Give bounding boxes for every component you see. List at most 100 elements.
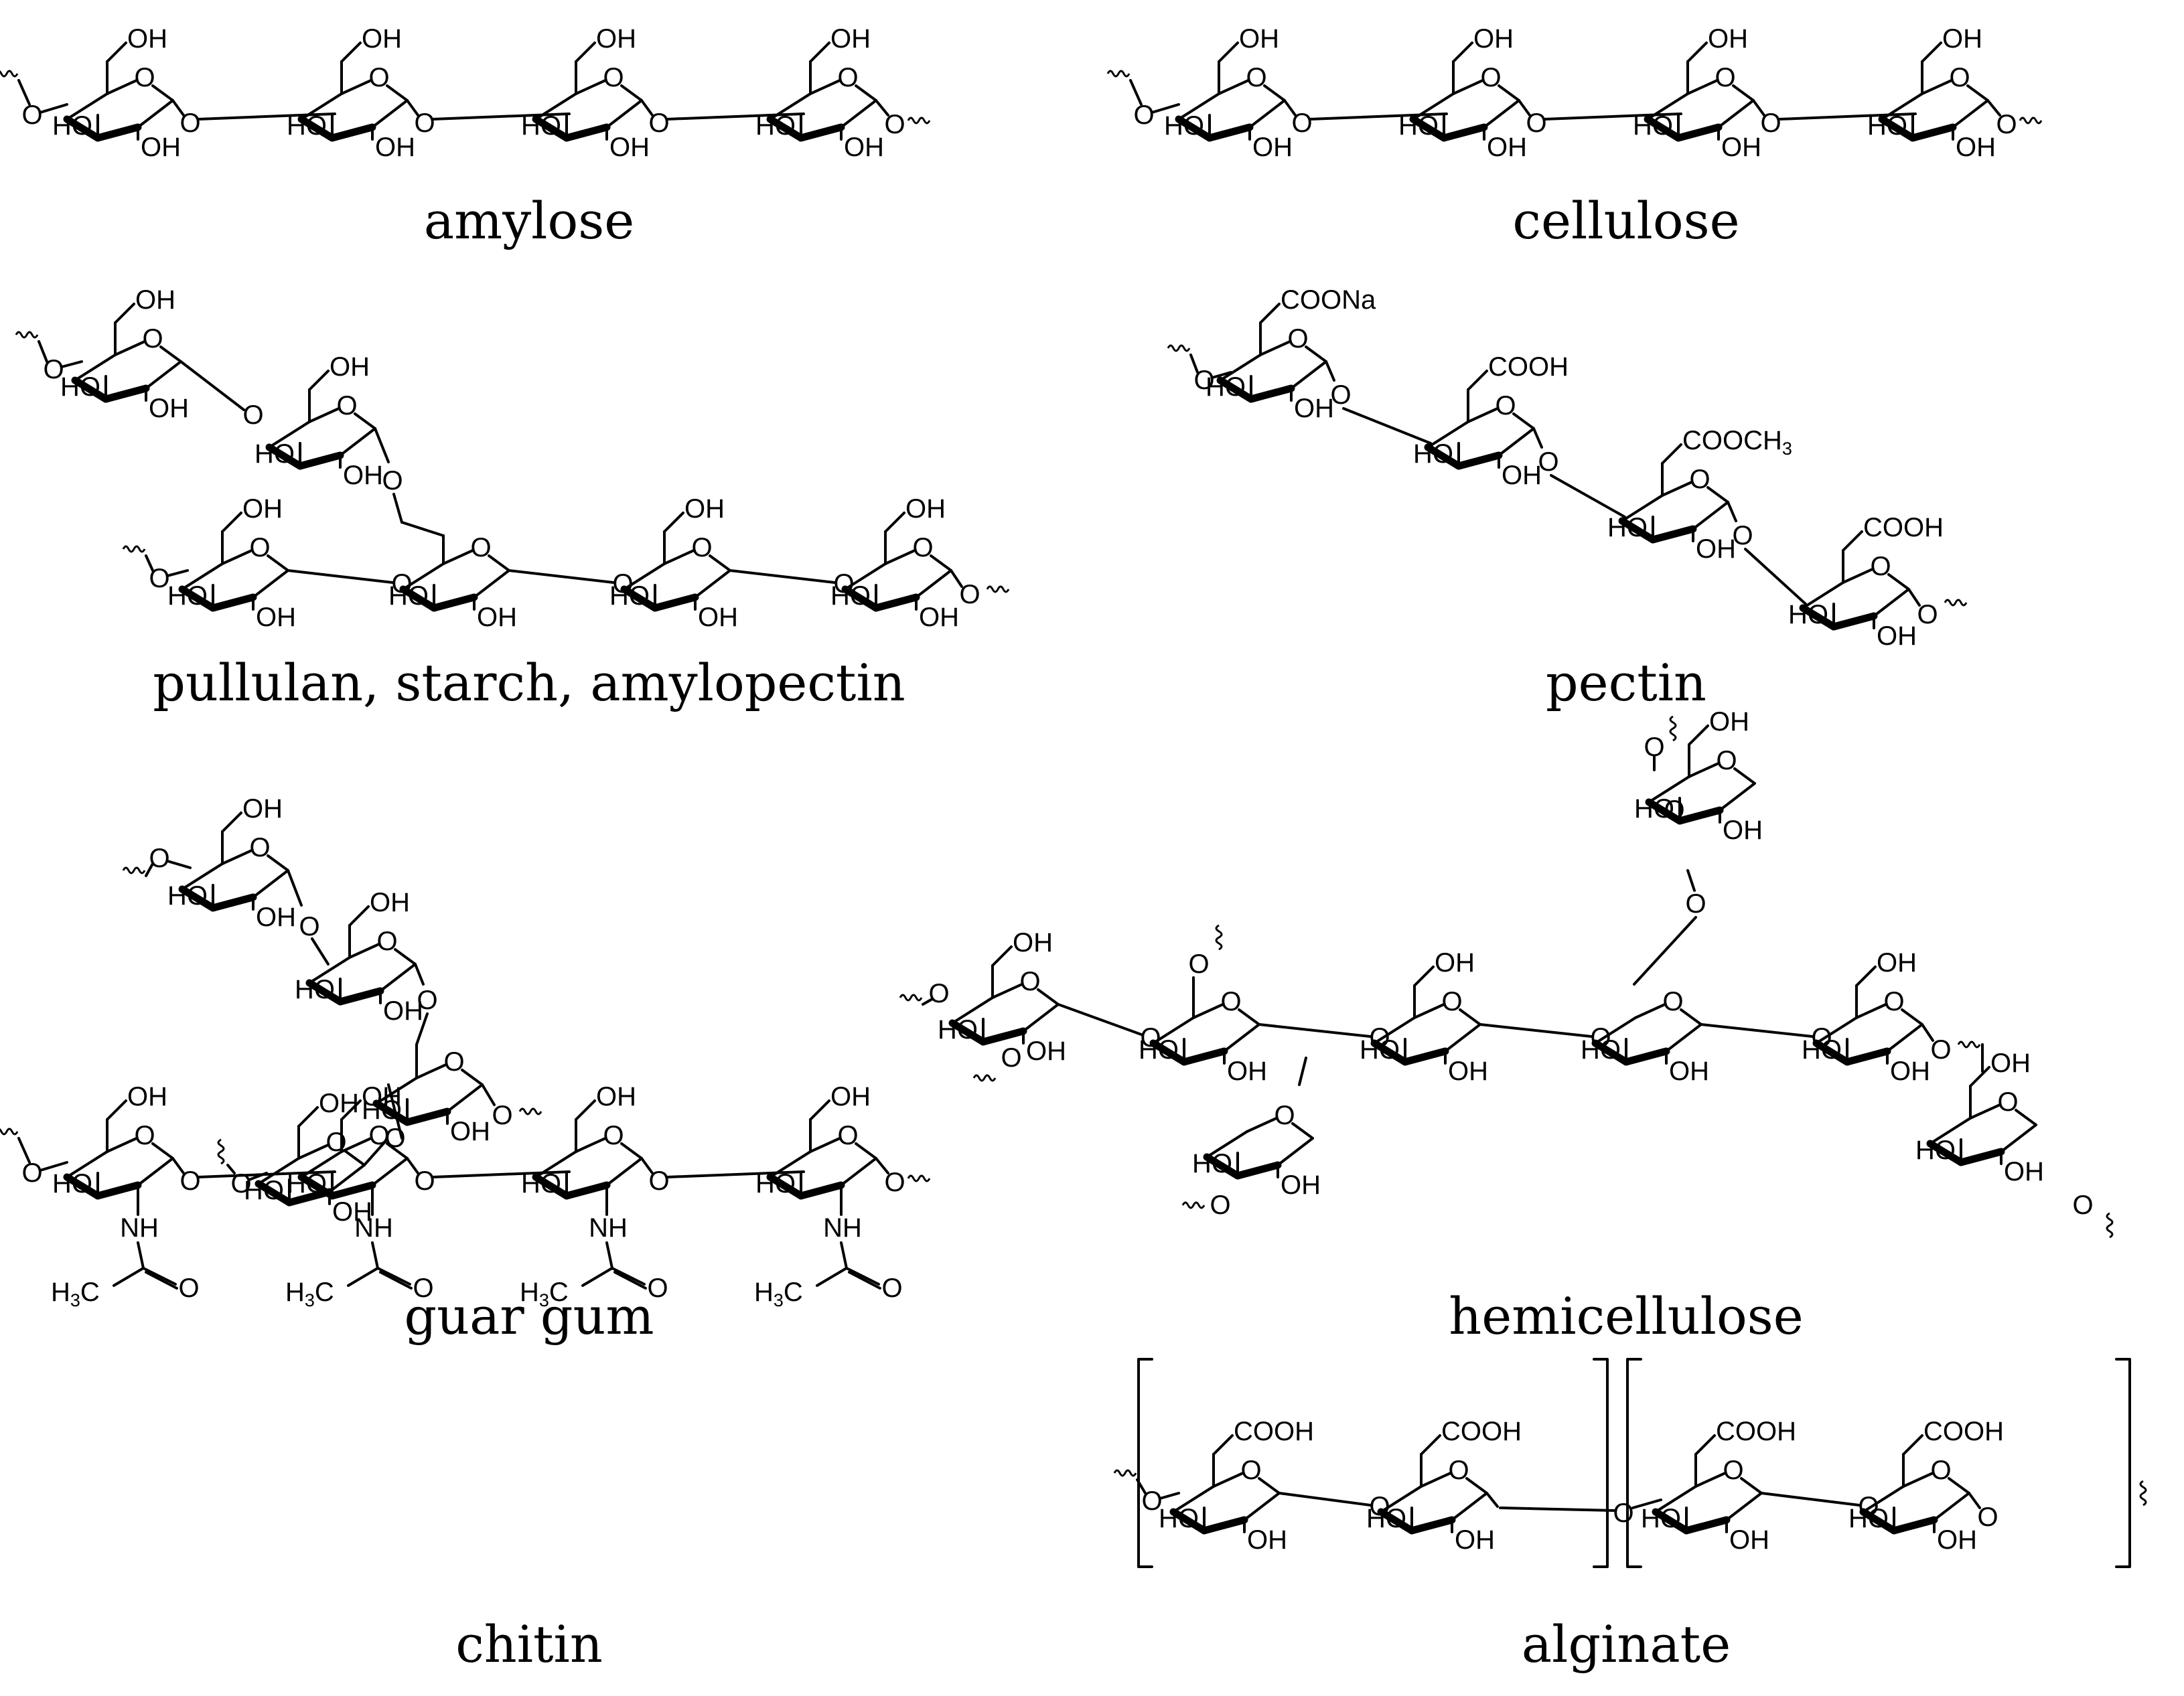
bold-bond [94, 1181, 142, 1200]
bond [38, 340, 48, 363]
hydroxyl-label: HO [388, 581, 429, 611]
bond [488, 554, 510, 572]
hydroxyl-label: OH [1252, 133, 1293, 162]
hydroxymethyl-label: OH [1990, 1049, 2031, 1078]
hydroxyl-label: OH [332, 1197, 372, 1227]
caption-chitin: chitin [455, 1614, 603, 1674]
hydroxymethyl-label: OH [830, 1082, 871, 1111]
bond [1151, 103, 1180, 114]
bold-bond [1649, 525, 1697, 544]
carbonyl-oxygen: O [178, 1274, 199, 1303]
hydroxyl-label: HO [1581, 1035, 1621, 1065]
bond [951, 996, 994, 1024]
bond [386, 1142, 409, 1160]
hydroxymethyl-label: OH [1708, 24, 1748, 54]
terminal-oxygen: O [884, 1168, 905, 1197]
bond [39, 103, 68, 114]
hydroxymethyl-label: OH [596, 24, 636, 54]
methyl-label: H3C [285, 1278, 334, 1310]
bond [1452, 42, 1473, 63]
bond [348, 943, 380, 959]
ring-oxygen: O [1246, 63, 1266, 92]
bond [1634, 1003, 1666, 1019]
terminal-oxygen: O [1917, 600, 1938, 629]
hydroxyl-label: HO [1192, 1149, 1232, 1178]
bond [387, 1083, 403, 1140]
bond [328, 1164, 366, 1193]
bold-bond [1370, 1039, 1409, 1066]
ring-oxygen: O [1883, 987, 1904, 1016]
caption-pullulan: pullulan, starch, amylopectin [153, 653, 905, 712]
hydroxyl-label: HO [1164, 111, 1204, 141]
bold-bond [178, 885, 217, 912]
hydroxymethyl-label: OH [905, 494, 946, 524]
bond [1680, 1008, 1702, 1026]
bond [297, 1144, 330, 1160]
bond [415, 1063, 447, 1079]
caption-guar-gum: guar gum [404, 1286, 654, 1346]
bond [1022, 1003, 1060, 1032]
bond [1621, 494, 1664, 522]
bond [1802, 581, 1844, 609]
bold-bond [1878, 115, 1917, 142]
ring-oxygen: O [1662, 987, 1683, 1016]
hydroxyl-label: OH [1956, 133, 1996, 162]
bond [1218, 79, 1250, 95]
hydroxyl-label: OH [141, 133, 181, 162]
bold-bond [797, 123, 845, 142]
bold-bond [102, 384, 150, 403]
bond [1057, 1003, 1143, 1036]
bond [1211, 371, 1232, 379]
glycosidic-oxygen: O [242, 400, 263, 430]
hydroxyl-label: HO [521, 111, 561, 141]
bond [1886, 1023, 1923, 1053]
hydroxyl-label: OH [1723, 816, 1763, 845]
bold-bond [1676, 806, 1724, 825]
bond [151, 1142, 174, 1160]
bond [809, 42, 830, 63]
bond [605, 99, 643, 129]
caption-hemicellulose: hemicellulose [1449, 1286, 1804, 1346]
bold-bond [94, 123, 142, 142]
hydroxymethyl-label: OH [370, 888, 410, 917]
wavy-chain-end [907, 1174, 931, 1182]
bond [605, 1157, 643, 1186]
bond [171, 99, 185, 117]
wavy-chain-end [518, 1107, 542, 1115]
wavy-chain-end [1113, 1469, 1137, 1477]
bond [1413, 966, 1435, 987]
bond [1686, 42, 1708, 63]
bond [1727, 501, 1737, 522]
bold-bond [1409, 115, 1448, 142]
bond [575, 1099, 596, 1121]
bond [166, 860, 192, 869]
bold-bond [1440, 123, 1488, 142]
terminal-oxygen: O [1930, 1035, 1951, 1065]
bond [1219, 354, 1262, 382]
bond [875, 1157, 889, 1174]
wavy-chain-end [217, 1138, 225, 1165]
glycosidic-oxygen: O [1732, 521, 1753, 550]
bond [297, 1106, 319, 1128]
hydroxymethyl-label: OH [596, 1082, 636, 1111]
bond [106, 1137, 138, 1153]
hydroxyl-label: HO [1788, 600, 1828, 629]
bond [221, 549, 253, 565]
bond [534, 1150, 577, 1178]
bond [809, 1137, 841, 1153]
bold-bond [1926, 1140, 1965, 1166]
bold-bond [1957, 1148, 2005, 1166]
bold-bond [297, 115, 336, 142]
bond [1291, 1122, 1314, 1140]
bold-bond [563, 1181, 611, 1200]
wavy-chain-end [1181, 1201, 1206, 1209]
ring-oxygen: O [249, 833, 270, 862]
wavy-chain-end [986, 585, 1010, 593]
bond [1686, 869, 1696, 892]
